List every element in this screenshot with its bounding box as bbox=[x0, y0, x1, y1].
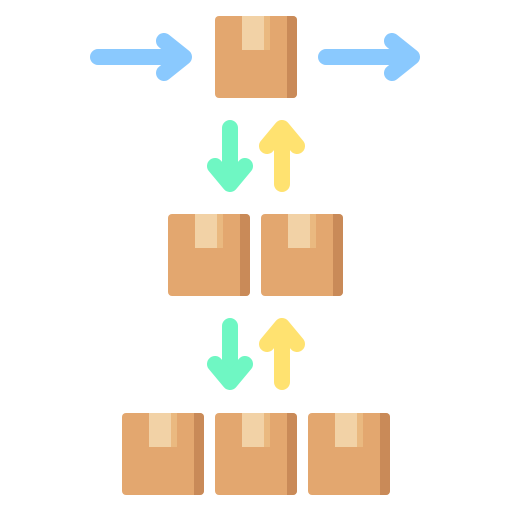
row-3 bbox=[122, 413, 390, 495]
arrow-up-icon bbox=[259, 120, 305, 192]
blue-arrow-out bbox=[318, 33, 420, 81]
cardboard-box-icon bbox=[215, 16, 297, 98]
cardboard-box-icon bbox=[168, 214, 250, 296]
arrow-right-icon bbox=[90, 33, 192, 81]
arrows-row2-row3 bbox=[207, 318, 305, 390]
arrow-up-icon bbox=[259, 318, 305, 390]
arrows-row1-row2 bbox=[207, 120, 305, 192]
arrow-down-icon bbox=[207, 318, 253, 390]
arrow-right-icon bbox=[318, 33, 420, 81]
row-1 bbox=[215, 16, 297, 98]
blue-arrow-in bbox=[90, 33, 192, 81]
row-2 bbox=[168, 214, 343, 296]
cardboard-box-icon bbox=[122, 413, 204, 495]
cardboard-box-icon bbox=[261, 214, 343, 296]
cardboard-box-icon bbox=[215, 413, 297, 495]
arrow-down-icon bbox=[207, 120, 253, 192]
cardboard-box-icon bbox=[308, 413, 390, 495]
